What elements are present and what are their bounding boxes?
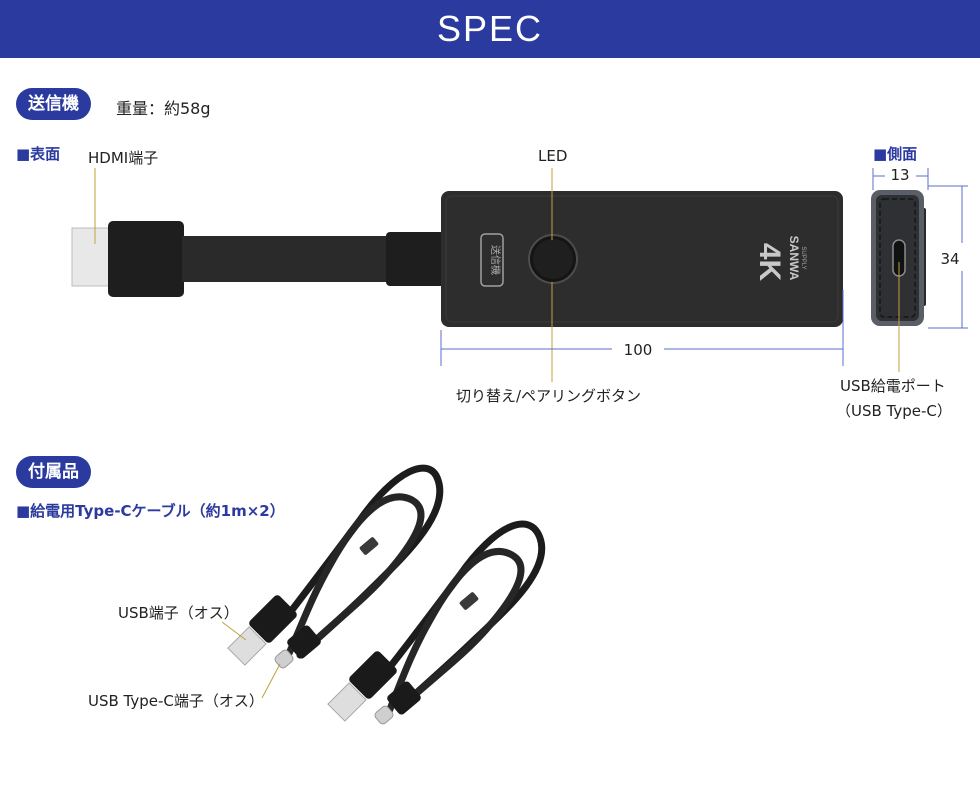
dimension-height: 34 (940, 250, 959, 268)
page-title: SPEC (0, 0, 980, 58)
section-badge-transmitter: 送信機 (16, 88, 91, 120)
button-label: 切り替え/ペアリングボタン (456, 387, 642, 405)
cable-2 (327, 520, 546, 725)
ribbon-strain-relief (386, 232, 446, 286)
dimension-width: 13 (890, 166, 909, 184)
usb-port-label: USB給電ポート (840, 377, 946, 395)
usb-port-type-label: （USB Type-C） (836, 402, 952, 420)
side-view-label: ■側面 (873, 145, 918, 163)
cable-label: ■給電用Type-Cケーブル（約1m×2） (16, 502, 285, 520)
transmitter-body (441, 191, 843, 327)
device-stamp-text: 送信機 (489, 245, 502, 275)
usb-a-connector-label: USB端子（オス） (118, 604, 239, 622)
hdmi-port-label: HDMI端子 (88, 149, 159, 167)
hdmi-plug-body (108, 221, 184, 297)
ribbon-cable (182, 236, 392, 282)
dimension-length: 100 (624, 341, 653, 359)
device-brand-mark: SANWA (787, 236, 801, 281)
front-view-label: ■表面 (16, 145, 61, 163)
usb-c-connector-label: USB Type-C端子（オス） (88, 692, 264, 710)
cable-1 (227, 464, 444, 669)
hdmi-plug-metal (71, 227, 113, 287)
device-brand-sub-mark: SUPPLY (800, 246, 806, 269)
led-label: LED (538, 147, 568, 165)
weight-text: 重量：約58g (116, 99, 211, 118)
device-4k-mark: 4K (753, 243, 786, 282)
section-badge-accessories: 付属品 (16, 456, 91, 488)
device-stamp-frame (480, 233, 504, 287)
